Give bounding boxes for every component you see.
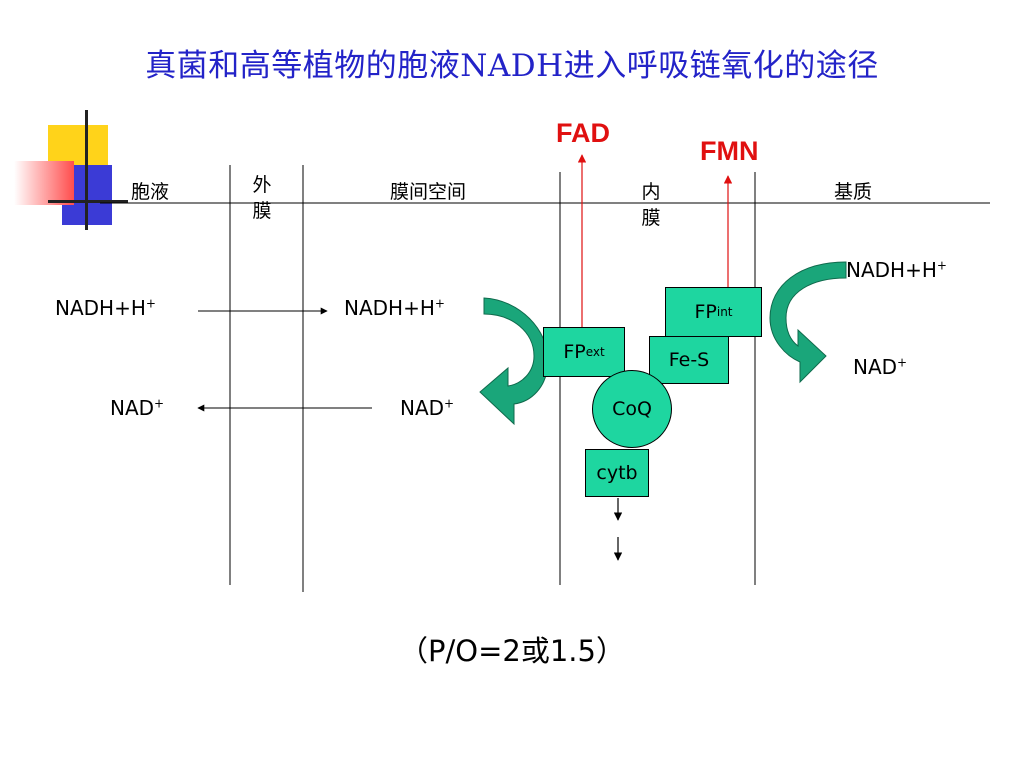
cytb-box: cytb: [585, 449, 649, 497]
corner-decoration: [0, 105, 130, 230]
nadh-text: NADH+H: [344, 296, 435, 320]
horizontal-bar-icon: [48, 200, 128, 203]
region-cytosol: 胞液: [130, 181, 169, 203]
region-intermembrane: 膜间空间: [389, 181, 466, 203]
plus-sup: +: [444, 396, 455, 411]
nad-text: NAD: [400, 396, 445, 420]
plus-sup: +: [154, 396, 165, 411]
plus-sup: +: [145, 296, 156, 311]
region-outer-membrane-2: 膜: [252, 200, 272, 222]
fp-text: FP: [694, 301, 717, 323]
nad-text: NAD: [110, 396, 155, 420]
fmn-label: FMN: [700, 136, 759, 166]
ext-sub: ext: [585, 345, 605, 359]
internal-curved-arrow: [769, 261, 847, 384]
int-sub: int: [716, 305, 733, 319]
region-outer-membrane-1: 外: [252, 174, 272, 196]
page-title: 真菌和高等植物的胞液NADH进入呼吸链氧化的途径: [145, 48, 879, 84]
fad-label: FAD: [556, 118, 610, 148]
plus-sup: +: [897, 355, 908, 370]
vertical-bar-icon: [85, 110, 88, 230]
cytosol-nad-label: NAD+: [110, 396, 164, 420]
region-inner-membrane-2: 膜: [641, 207, 661, 229]
intermembrane-nadh-label: NADH+H+: [344, 296, 445, 320]
matrix-nadh-label: NADH+H+: [846, 258, 947, 282]
intermembrane-nad-label: NAD+: [400, 396, 454, 420]
matrix-nad-label: NAD+: [853, 355, 907, 379]
region-inner-membrane-1: 内: [641, 181, 661, 203]
coq-circle: CoQ: [592, 370, 672, 448]
po-ratio: （P/O=2或1.5）: [399, 634, 625, 668]
nadh-text: NADH+H: [846, 258, 937, 282]
region-matrix: 基质: [833, 181, 872, 203]
cytosol-nadh-label: NADH+H+: [55, 296, 156, 320]
fes-box: Fe-S: [649, 336, 729, 384]
external-curved-arrow: [479, 297, 549, 426]
fp-text: FP: [563, 341, 586, 363]
red-square-icon: [14, 161, 74, 205]
nad-text: NAD: [853, 355, 898, 379]
plus-sup: +: [434, 296, 445, 311]
nadh-text: NADH+H: [55, 296, 146, 320]
plus-sup: +: [936, 258, 947, 273]
